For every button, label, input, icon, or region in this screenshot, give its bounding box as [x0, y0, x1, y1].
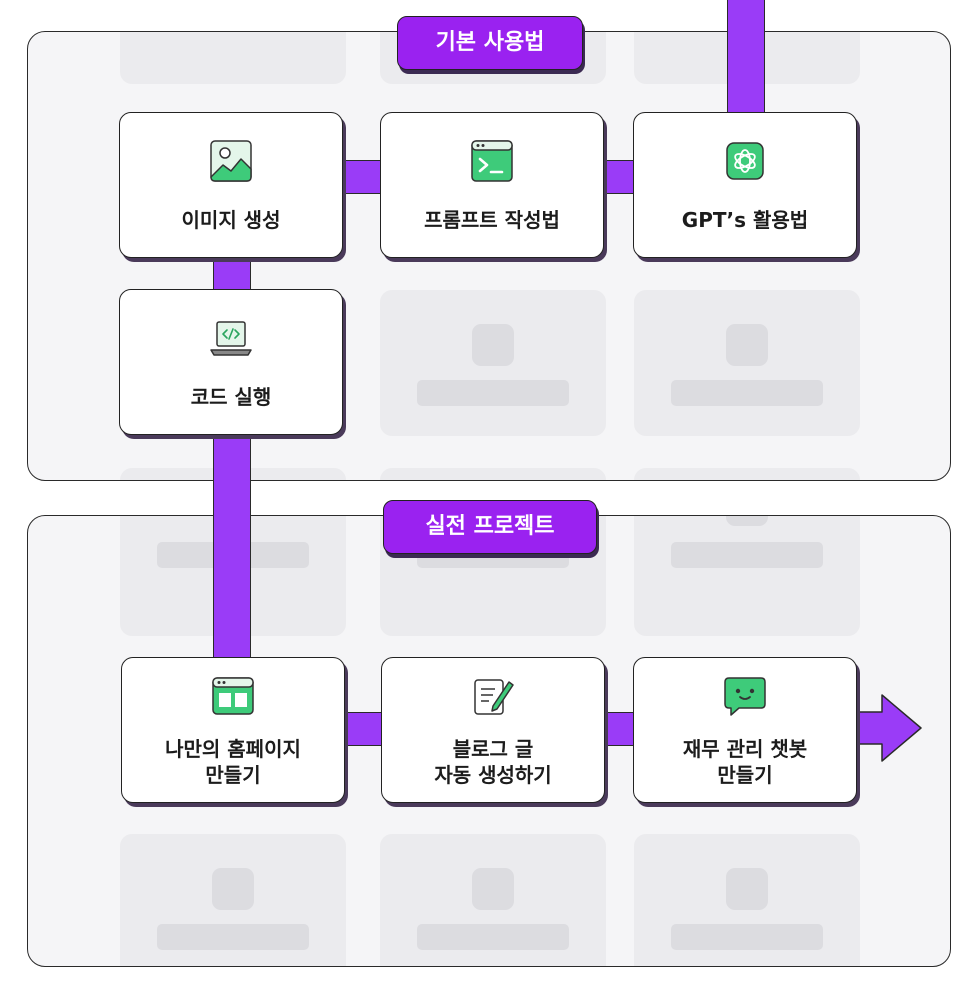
node-label: 코드 실행: [190, 385, 272, 409]
placeholder-card: [120, 834, 346, 966]
terminal-icon: [471, 140, 513, 182]
placeholder-card: [380, 468, 606, 480]
placeholder-card: [120, 32, 346, 84]
connector-blog-chatbot: [603, 712, 637, 746]
placeholder-card: [634, 516, 860, 636]
node-homepage[interactable]: 나만의 홈페이지 만들기: [121, 657, 345, 803]
placeholder-card: [634, 468, 860, 480]
openai-icon: [726, 142, 764, 180]
node-blog-autogen[interactable]: 블로그 글 자동 생성하기: [381, 657, 605, 803]
node-gpts-usage[interactable]: GPT’s 활용법: [633, 112, 857, 258]
connector-homepage-blog: [343, 712, 383, 746]
node-label: 이미지 생성: [181, 208, 281, 232]
edit-note-icon: [474, 679, 514, 715]
placeholder-card: [380, 834, 606, 966]
connector-image-code: [213, 258, 251, 292]
laptop-code-icon: [210, 321, 252, 356]
placeholder-card: [634, 834, 860, 966]
node-prompt-writing[interactable]: 프롬프트 작성법: [380, 112, 604, 258]
node-label: 나만의 홈페이지 만들기: [165, 737, 301, 787]
node-image-generation[interactable]: 이미지 생성: [119, 112, 343, 258]
node-label: 프롬프트 작성법: [424, 208, 560, 232]
chat-bubble-icon: [724, 677, 766, 716]
arrow-right-icon: [853, 694, 922, 762]
connector-code-homepage: [213, 434, 251, 660]
connector-prompt-gpts: [603, 160, 637, 194]
node-finance-chatbot[interactable]: 재무 관리 챗봇 만들기: [633, 657, 857, 803]
connector-top-vertical: [727, 0, 765, 114]
placeholder-card: [634, 290, 860, 436]
section-label-basic: 기본 사용법: [397, 16, 583, 70]
connector-image-prompt: [340, 160, 384, 194]
image-icon: [210, 140, 252, 182]
browser-window-icon: [212, 677, 254, 715]
section-label-project: 실전 프로젝트: [383, 500, 597, 554]
node-label: GPT’s 활용법: [681, 208, 809, 232]
placeholder-card: [380, 290, 606, 436]
node-code-execution[interactable]: 코드 실행: [119, 289, 343, 435]
node-label: 재무 관리 챗봇 만들기: [682, 737, 808, 787]
node-label: 블로그 글 자동 생성하기: [434, 737, 552, 787]
